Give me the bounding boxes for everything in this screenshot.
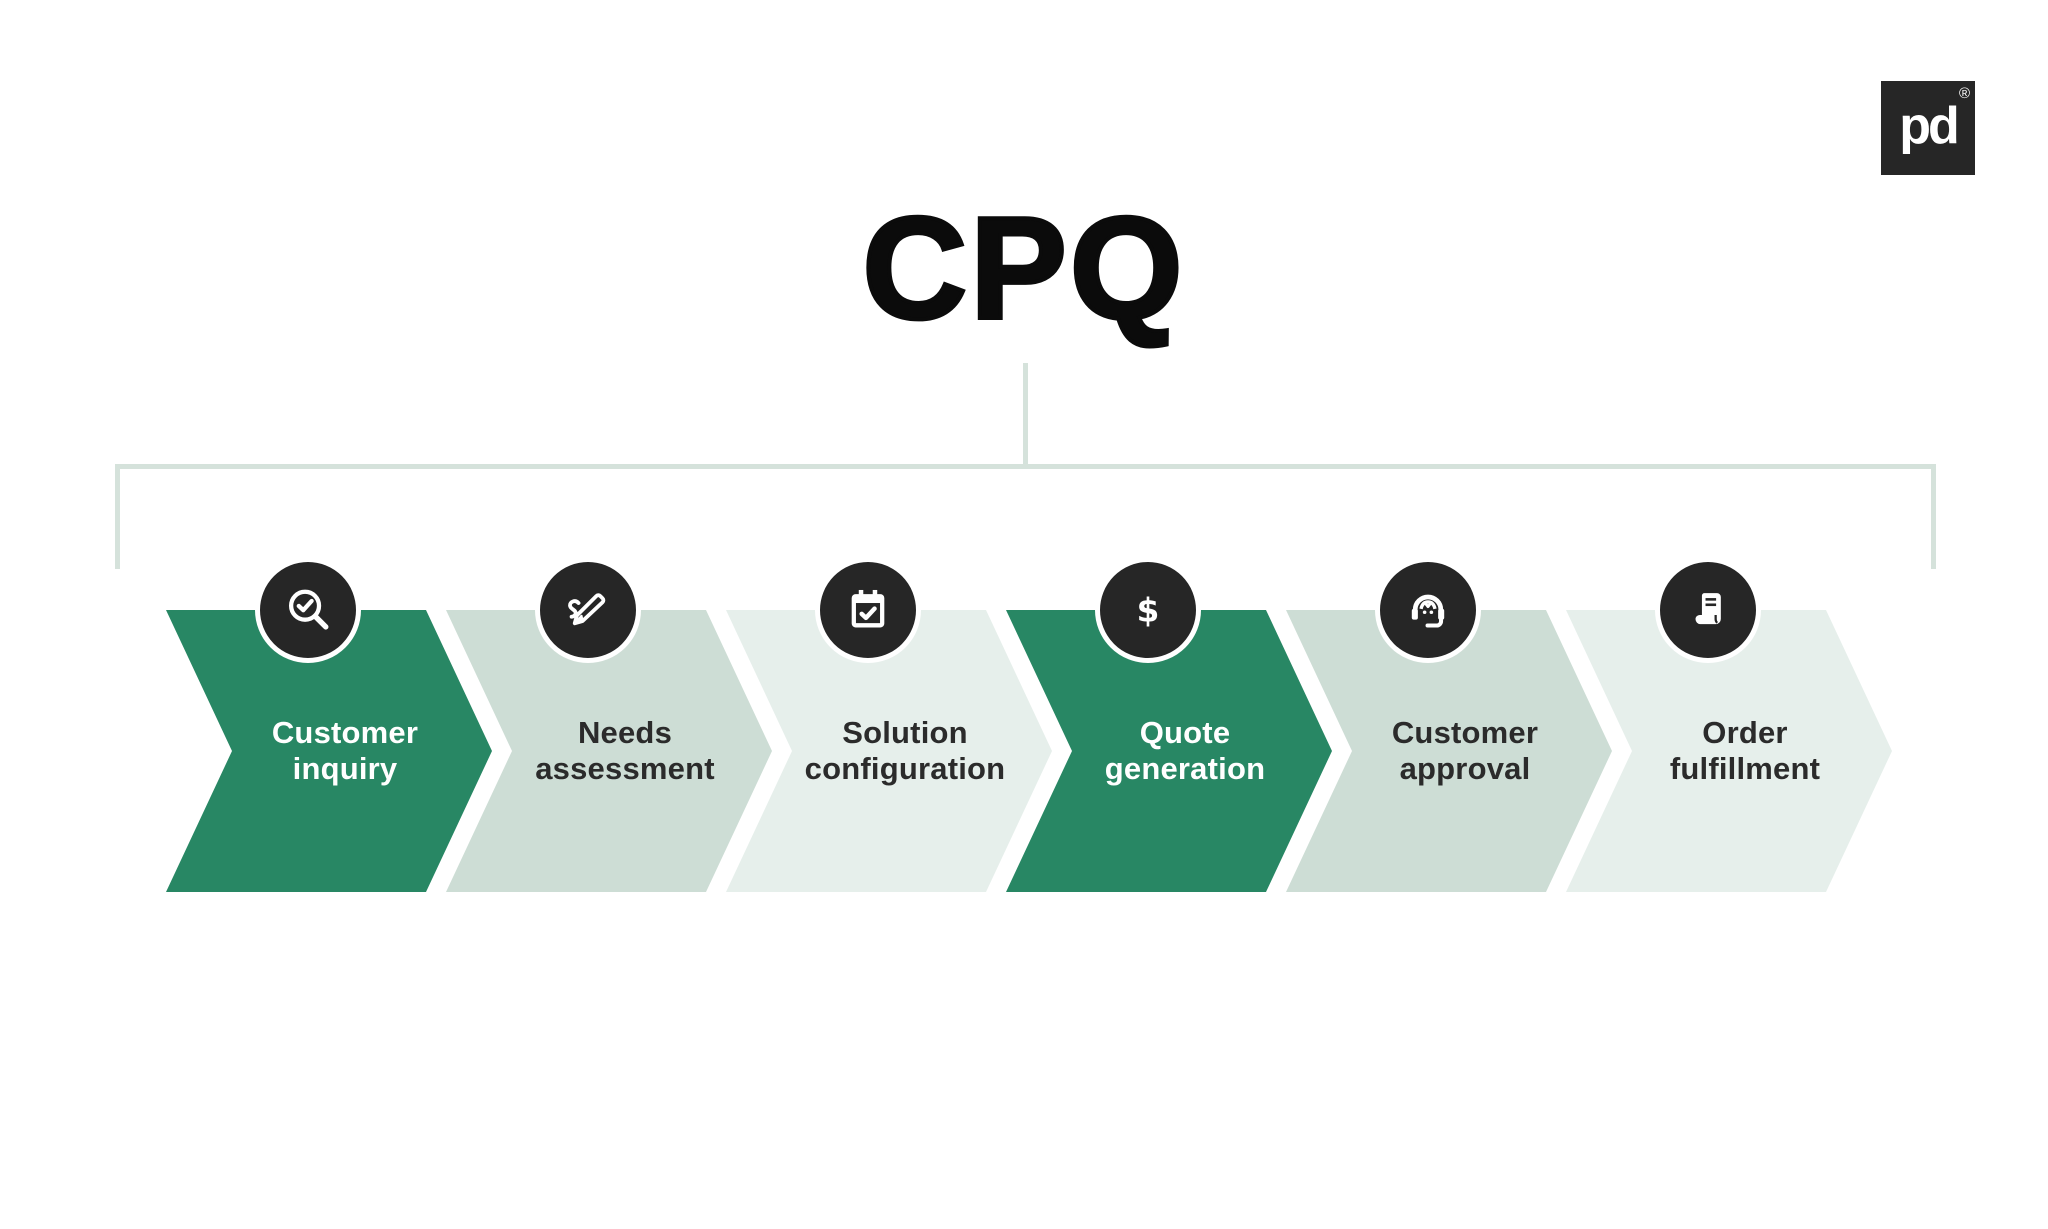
headset-icon [1411,594,1445,628]
step-chevron-solution-configuration: Solution configuration [726,610,1052,892]
step-label-solution-configuration: Solution configuration [804,715,1006,786]
step-icon-badge: $ [1095,557,1201,663]
svg-text:$: $ [1137,591,1160,629]
connector-drop-right [1931,464,1936,569]
receipt-icon [1695,593,1721,625]
search-check-icon [288,589,329,630]
dollar-icon: $ [1137,591,1160,629]
step-icon-badge [535,557,641,663]
step-label-customer-approval: Customer approval [1391,715,1539,786]
registered-trademark-symbol: ® [1958,85,1970,102]
connector-rail [115,464,1936,469]
step-icon-badge [1655,557,1761,663]
step-label-customer-inquiry: Customer inquiry [271,715,419,786]
connector-drop-left [115,464,120,569]
step-label-needs-assessment: Needs assessment [535,715,715,786]
page-title: CPQ [860,187,1186,349]
step-label-order-fulfillment: Order fulfillment [1669,715,1821,786]
connector-stem [1023,363,1028,464]
step-icon-badge [815,557,921,663]
pandadoc-logo-mark: pd [1899,97,1960,155]
step-icon-badge [1375,557,1481,663]
signature-pen-icon [568,593,606,626]
step-label-quote-generation: Quote generation [1104,715,1266,786]
step-icon-badge [255,557,361,663]
calendar-check-icon [851,589,885,628]
pandadoc-logo: pd ® [1881,81,1975,175]
